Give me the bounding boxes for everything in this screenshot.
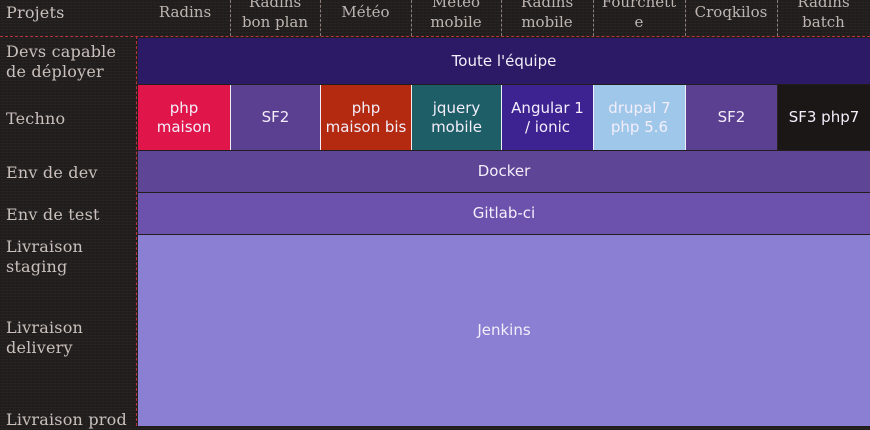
row-label-delivery: Livraison delivery bbox=[6, 318, 84, 357]
header-divider bbox=[230, 0, 231, 36]
row-label-env-dev: Env de dev bbox=[6, 163, 98, 182]
project-radins-batch: Radins batch bbox=[797, 0, 850, 31]
header-divider bbox=[411, 0, 412, 36]
techno-php-maison: php maison bbox=[138, 85, 230, 150]
techno-drupal-php: drupal 7 php 5.6 bbox=[593, 85, 685, 150]
docker-block: Docker bbox=[138, 151, 870, 192]
project-meteo: Météo bbox=[341, 3, 390, 21]
header-divider bbox=[685, 0, 686, 36]
header-divider bbox=[777, 0, 778, 36]
project-meteo-mobile: Météo mobile bbox=[430, 0, 482, 31]
header-label: Projets bbox=[6, 3, 65, 22]
project-radins-mobile: Radins mobile bbox=[520, 0, 574, 31]
gitlab-ci-block: Gitlab-ci bbox=[138, 193, 870, 234]
project-fourchette: Fourchett e bbox=[601, 0, 677, 31]
techno-angular-ionic: Angular 1 / ionic bbox=[501, 85, 593, 150]
header-bottom-border bbox=[0, 36, 870, 37]
project-croqkilos: Croqkilos bbox=[694, 3, 768, 21]
techno-php-maison-bis: php maison bis bbox=[320, 85, 411, 150]
header-divider bbox=[320, 0, 321, 36]
project-radins: Radins bbox=[158, 3, 212, 21]
header-divider bbox=[501, 0, 502, 36]
row-label-prod: Livraison prod bbox=[6, 410, 127, 429]
label-column-border bbox=[136, 36, 137, 426]
techno-sf3-php7: SF3 php7 bbox=[777, 85, 870, 150]
row-label-devs: Devs capable de déployer bbox=[6, 42, 117, 81]
project-radins-bon-plan: Radins bon plan bbox=[241, 0, 309, 31]
techno-sf2-croqkilos: SF2 bbox=[685, 85, 777, 150]
row-label-staging: Livraison staging bbox=[6, 237, 84, 276]
row-label-env-test: Env de test bbox=[6, 205, 100, 224]
jenkins-block: Jenkins bbox=[138, 235, 870, 426]
header-divider bbox=[593, 0, 594, 36]
team-block: Toute l'équipe bbox=[138, 38, 870, 84]
techno-jquery-mobile: jquery mobile bbox=[411, 85, 501, 150]
techno-sf2: SF2 bbox=[230, 85, 320, 150]
row-label-techno: Techno bbox=[6, 109, 66, 128]
